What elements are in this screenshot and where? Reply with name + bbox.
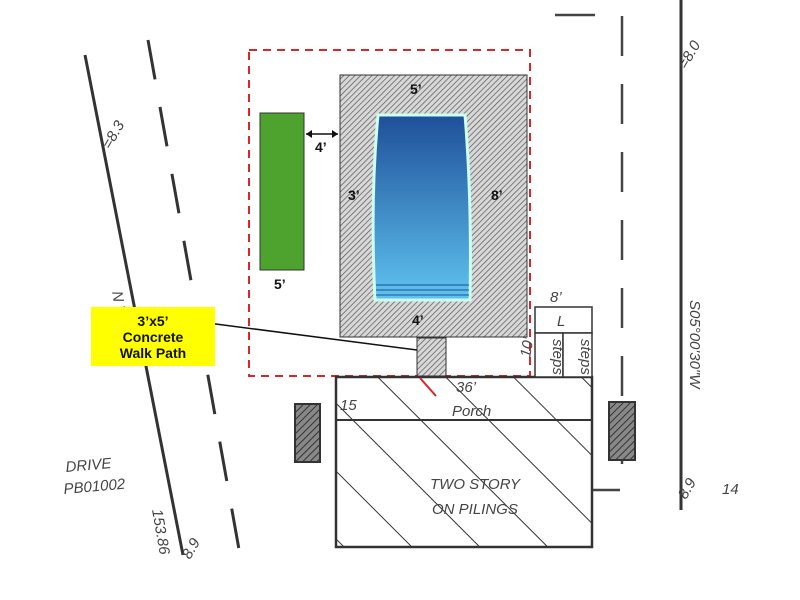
landing: [534, 306, 593, 334]
callout-line-1: 3’x5’: [137, 312, 169, 329]
piling-left: [294, 403, 321, 463]
callout-leader: [207, 322, 418, 351]
house: [334, 375, 594, 549]
dim-landing-width: 8’: [550, 289, 562, 306]
dim-landing-depth: 10’: [517, 335, 537, 358]
dim-porch-length: 36’: [456, 379, 477, 396]
label-left-distance: 153.86: [148, 508, 173, 557]
pool-steps: [376, 284, 469, 296]
label-left-elev-top: =8.3: [99, 117, 129, 152]
label-street-2: PB01002: [63, 476, 127, 498]
steps-2: [562, 332, 593, 378]
label-right-elev-top: =8.0: [675, 37, 705, 72]
steps-1: [534, 332, 564, 378]
left-dashed-line: [146, 39, 242, 556]
label-house-2: ON PILINGS: [432, 501, 518, 518]
label-right-bearing: S05°00'30"W: [686, 300, 703, 390]
dim-green-bottom: 5’: [274, 276, 286, 292]
label-right-elev-bottom: 8.9: [675, 475, 700, 502]
walk-path-callout: 3’x5’ Concrete Walk Path: [91, 307, 215, 366]
label-street-1: DRIVE: [65, 455, 113, 476]
piling-right: [608, 401, 636, 461]
label-steps-1: steps: [549, 339, 566, 375]
dim-green-gap: 4’: [315, 139, 327, 155]
label-landing: L: [557, 313, 565, 330]
porch-mark: [419, 377, 437, 397]
label-steps-2: steps: [577, 339, 594, 375]
dim-deck-top: 5’: [410, 81, 422, 97]
label-house-1: TWO STORY: [430, 476, 521, 493]
dim-deck-bottom: 4’: [412, 312, 424, 328]
callout-line-3: Walk Path: [119, 344, 187, 361]
green-planter: [259, 112, 305, 271]
callout-line-2: Concrete: [122, 328, 184, 345]
dim-porch-side: 15: [340, 397, 357, 414]
concrete-walk-path: [416, 337, 447, 377]
label-right-distance: 14: [722, 481, 739, 498]
pool: [371, 113, 472, 302]
dim-deck-left: 3’: [348, 187, 360, 203]
label-porch: Porch: [452, 403, 491, 420]
left-property-line: [83, 54, 185, 556]
dim-deck-right: 8’: [491, 187, 503, 203]
label-left-elev-bottom: 8.9: [179, 535, 204, 562]
right-dashed-line: [555, 13, 624, 492]
